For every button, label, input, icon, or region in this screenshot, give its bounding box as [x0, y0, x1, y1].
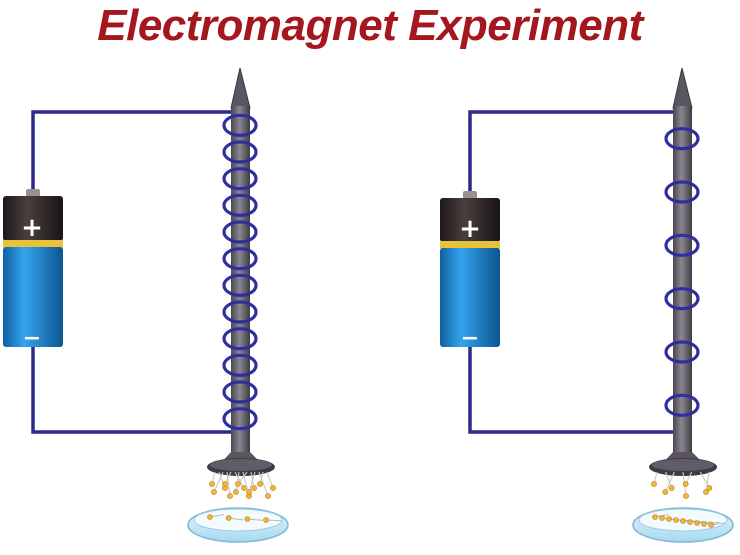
coil-turn	[222, 380, 258, 404]
circuit-wire	[31, 110, 237, 195]
pin-head	[673, 517, 679, 523]
pin-head	[687, 519, 693, 525]
positive-terminal-symbol: +	[21, 213, 43, 243]
coil-turn	[664, 180, 700, 204]
pins-in-dish	[207, 514, 282, 523]
circuit-wire	[468, 110, 680, 197]
wire-coil	[222, 113, 258, 431]
negative-terminal-symbol: −	[23, 326, 41, 351]
iron-nail	[649, 67, 717, 476]
coil-turn	[664, 287, 700, 311]
pins-in-dish	[652, 514, 726, 528]
pin-head	[211, 489, 217, 495]
pin	[664, 471, 675, 493]
pins-attracted	[209, 471, 276, 499]
pin-head	[209, 481, 215, 487]
pin-head	[265, 493, 271, 499]
diagram-title: Electromagnet Experiment	[97, 1, 643, 50]
pin	[248, 471, 256, 493]
coil-turn	[664, 393, 700, 417]
pin-head	[680, 518, 686, 524]
pin-head	[694, 520, 700, 526]
coil-turn	[222, 353, 258, 377]
pin-head	[708, 522, 714, 528]
coil-turn	[222, 273, 258, 297]
battery: + −	[3, 189, 63, 351]
pin	[699, 471, 710, 489]
setup-right: + −	[440, 67, 734, 543]
pin-head	[241, 485, 247, 491]
positive-terminal-symbol: +	[459, 214, 481, 244]
coil-turn	[222, 113, 258, 137]
coil-turn	[222, 167, 258, 191]
pin-head	[233, 489, 239, 495]
pin-head	[651, 481, 657, 487]
coil-turn	[664, 127, 700, 151]
coil-turn	[222, 300, 258, 324]
iron-nail	[207, 67, 275, 476]
pin-head	[246, 489, 252, 495]
pin-head	[235, 481, 241, 487]
pin-head	[652, 514, 658, 520]
coil-turn	[222, 140, 258, 164]
setup-left: + −	[3, 67, 289, 543]
circuit-wire	[31, 345, 237, 434]
pin-head	[251, 485, 257, 491]
pin-head	[263, 517, 269, 523]
pin	[258, 471, 269, 497]
pin	[213, 471, 224, 493]
pin-head	[666, 516, 672, 522]
pin-head	[659, 515, 665, 521]
coil-turn	[222, 247, 258, 271]
pin-head	[257, 481, 263, 487]
coil-turn	[222, 193, 258, 217]
coil-turn	[222, 327, 258, 351]
pin	[226, 471, 231, 497]
pin-head	[225, 515, 232, 521]
pin-head	[662, 489, 669, 495]
pin-head	[701, 521, 707, 527]
pin-head	[222, 481, 228, 487]
circuit-wire	[468, 345, 680, 434]
pin-head	[227, 493, 233, 499]
pin-head	[703, 489, 709, 495]
battery: + −	[440, 191, 500, 351]
pin	[705, 471, 710, 493]
coil-turn	[664, 340, 700, 364]
pin	[234, 471, 245, 489]
pin-head	[207, 514, 213, 520]
pin-head	[668, 485, 675, 491]
coil-turn	[222, 220, 258, 244]
pin-head	[682, 481, 689, 487]
negative-terminal-symbol: −	[461, 326, 479, 351]
petri-dish	[632, 507, 734, 543]
pin-head	[683, 493, 689, 499]
coil-turn	[222, 407, 258, 431]
pins-attracted	[651, 471, 713, 499]
wire-coil	[664, 127, 700, 417]
petri-dish	[187, 507, 289, 543]
pin-head	[244, 516, 251, 522]
pin-head	[270, 485, 276, 491]
coil-turn	[664, 233, 700, 257]
